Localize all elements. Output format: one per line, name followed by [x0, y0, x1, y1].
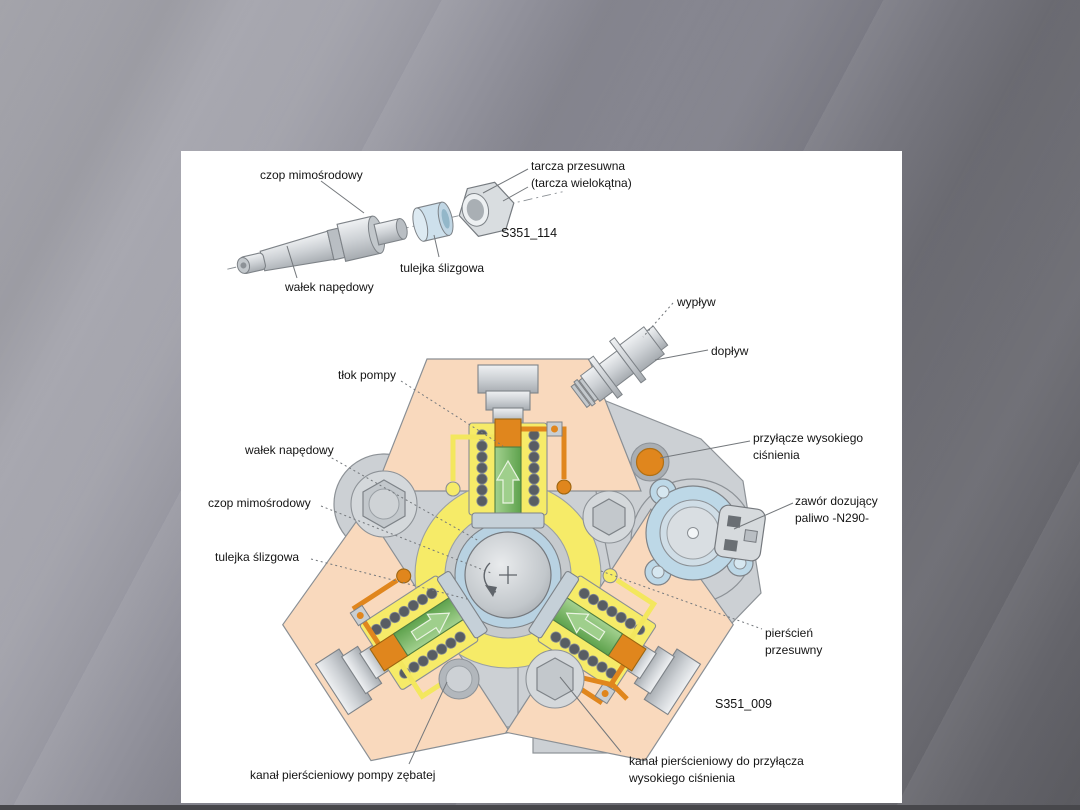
label-pierscien-line2: przesuwny [765, 643, 823, 657]
exploded-shaft-assembly [227, 168, 563, 279]
label-doplyw: dopływ [711, 344, 749, 358]
valve-connector [714, 504, 766, 562]
label-zawor-line2: paliwo -N290- [795, 511, 870, 525]
figure-code-bottom: S351_009 [715, 697, 773, 711]
label-tarcza-line1: tarcza przesuwna [531, 159, 626, 173]
label-przylacze-line1: przyłącze wysokiego [753, 431, 864, 445]
pump-bolts [350, 470, 636, 709]
label-wyplyw: wypływ [677, 295, 716, 309]
center-cross-icon [499, 566, 517, 584]
label-tarcza-line2: (tarcza wielokątna) [531, 176, 632, 190]
label-tlok-pompy: tłok pompy [338, 368, 397, 382]
pump-diagram [227, 168, 794, 803]
high-pressure-port [630, 442, 670, 482]
label-walek-exploded: wałek napędowy [285, 280, 374, 294]
pump-cross-section [253, 302, 794, 803]
label-walek-pump: wałek napędowy [245, 443, 334, 457]
label-czop-pump: czop mimośrodowy [208, 496, 311, 510]
label-kanal-przylacza-line2: wysokiego ciśnienia [629, 771, 736, 785]
metering-valve-n290 [644, 478, 766, 586]
label-tulejka-pump: tulejka ślizgowa [215, 550, 300, 564]
label-kanal-przylacza-line1: kanał pierścieniowy do przyłącza [629, 754, 804, 768]
figure-panel: czop mimośrodowy tarcza przesuwna (tarcz… [181, 151, 902, 803]
label-kanal-zebatej: kanał pierścieniowy pompy zębatej [250, 768, 436, 782]
leader-lines [310, 302, 794, 765]
label-tulejka-exploded: tulejka ślizgowa [400, 261, 485, 275]
label-pierscien-line1: pierścień [765, 626, 814, 640]
inlet-outlet-connector [570, 325, 669, 409]
exploded-sliding-bush [412, 201, 454, 242]
figure-code-top: S351_114 [501, 226, 558, 240]
label-przylacze-line2: ciśnienia [753, 448, 800, 462]
slide-bottom-strip [0, 805, 1080, 810]
exploded-polygon-disc [458, 181, 515, 237]
label-czop-exploded: czop mimośrodowy [260, 168, 363, 182]
label-zawor-line1: zawór dozujący [795, 494, 878, 508]
